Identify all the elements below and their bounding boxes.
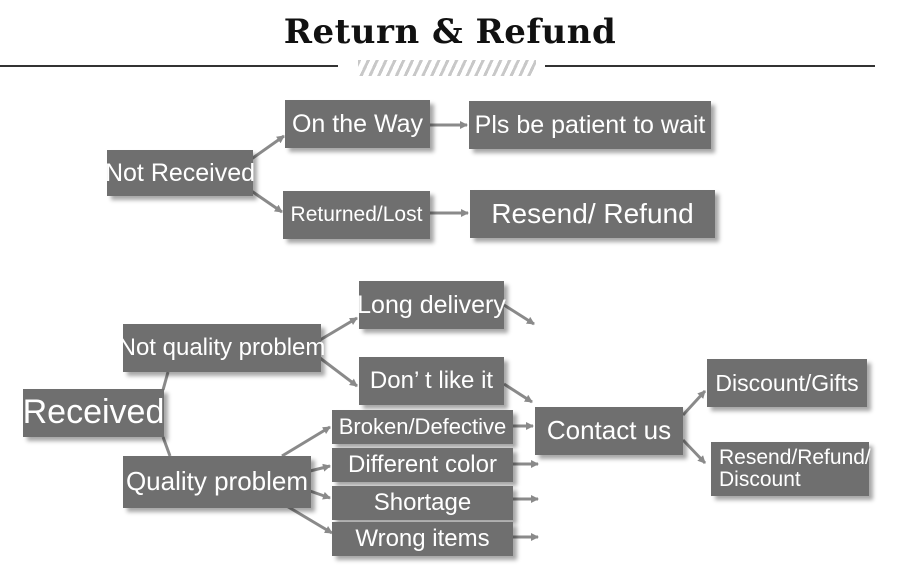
node-be-patient: Pls be patient to wait xyxy=(469,101,711,149)
page-title: Return & Refund xyxy=(283,12,617,52)
arrow-quality-broken xyxy=(281,425,331,458)
node-long-delivery: Long delivery xyxy=(357,281,506,329)
arrow-notreceived-returned xyxy=(249,188,283,214)
node-dont-like-it: Don’ t like it xyxy=(359,357,504,405)
arrow-notquality-dontlike xyxy=(319,356,358,388)
node-resend-refund-discount: Resend/Refund/ Discount xyxy=(711,442,871,496)
arrow-notquality-long xyxy=(319,316,358,342)
arrow-dontlike-contact xyxy=(503,382,533,404)
node-resend-refund: Resend/ Refund xyxy=(470,190,715,238)
arrow-long-out xyxy=(503,303,535,326)
node-contact-us: Contact us xyxy=(535,407,683,455)
node-not-received: Not Received xyxy=(105,150,255,196)
node-discount-gifts: Discount/Gifts xyxy=(707,359,867,407)
node-different-color: Different color xyxy=(332,448,513,482)
node-not-quality-problem: Not quality problem xyxy=(119,324,325,372)
node-returned-lost: Returned/Lost xyxy=(283,191,430,239)
node-on-the-way: On the Way xyxy=(285,100,430,148)
arrow-notreceived-ontheway xyxy=(249,134,285,162)
arrow-quality-wrong xyxy=(284,503,333,535)
arrow-quality-shortage xyxy=(309,489,331,500)
line-received-quality xyxy=(161,436,172,457)
arrow-contact-resend xyxy=(681,438,707,465)
line-received-notquality xyxy=(161,371,170,391)
title-rule-left xyxy=(0,65,338,67)
title-hatch-decoration xyxy=(358,60,536,76)
node-wrong-items: Wrong items xyxy=(332,522,513,556)
node-received: Received xyxy=(23,389,164,437)
node-shortage: Shortage xyxy=(332,486,513,520)
arrow-contact-discount xyxy=(681,389,707,417)
node-quality-problem: Quality problem xyxy=(123,456,311,508)
arrow-quality-color xyxy=(309,463,331,473)
node-broken-defective: Broken/Defective xyxy=(332,410,513,444)
title-rule-right xyxy=(545,65,875,67)
